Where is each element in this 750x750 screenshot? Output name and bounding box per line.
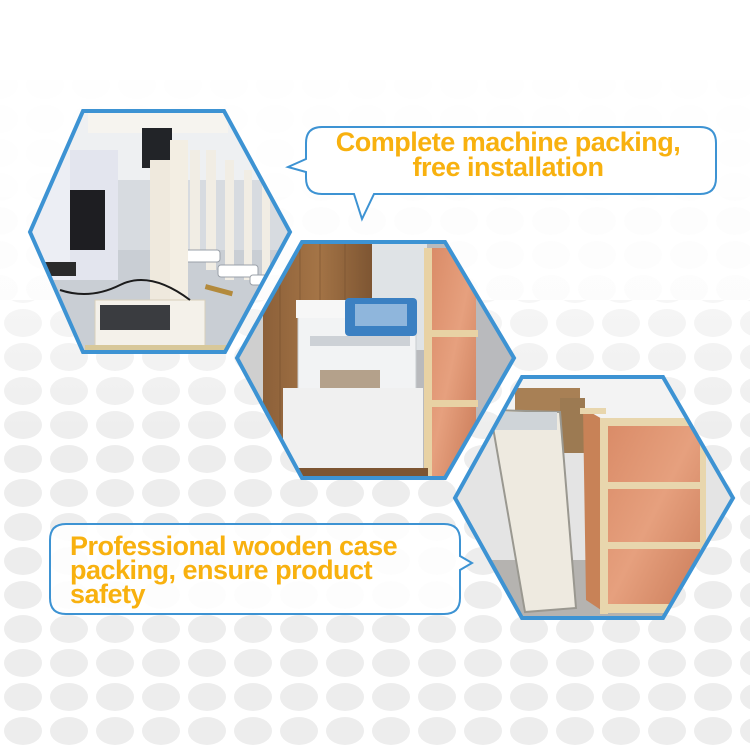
speech-bubble-1 [285,126,717,222]
bubble-caption-installation: Complete machine packing, free installat… [312,127,704,182]
caption-line: Complete machine packing, [335,127,681,157]
caption-line: Professional wooden case [70,531,398,561]
photo-hex-crates-closed [455,377,733,618]
hex-frame-3 [452,375,736,620]
caption-line: packing, ensure product [70,555,373,585]
caption-line: safety [70,579,146,609]
speech-bubble-2 [49,523,474,615]
bubble-caption-wooden-case: Professional wooden case packing, ensure… [70,531,450,609]
hex-frame-1 [27,109,293,354]
photo-hex-crate-open [237,242,514,478]
hex-frame-2 [234,240,517,480]
caption-line: free installation [412,152,604,182]
